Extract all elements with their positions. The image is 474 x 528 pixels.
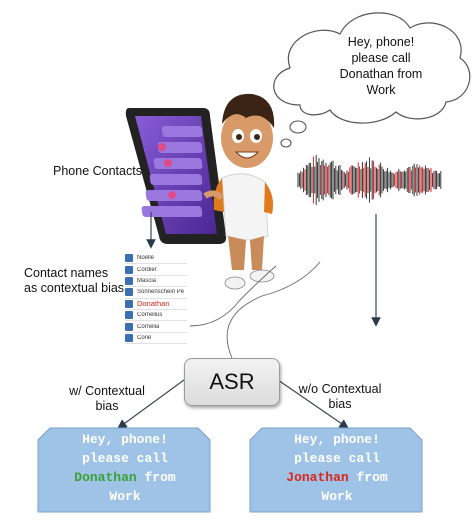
contact-name: Cornelia [137,323,160,330]
cartoon-boy-illustration [203,93,275,290]
output-line: Jonathan from [252,468,422,487]
output-box-with-bias [37,427,211,513]
speech-to-asr-curve [226,261,321,359]
contact-row: Sonnenschein Pe [125,287,187,299]
contact-bias-line: as contextual bias [24,281,125,295]
contact-icon [125,322,133,331]
output-line: Hey, phone! [82,432,168,447]
contact-row: Cornelia [125,321,187,333]
output-line: Work [321,489,353,504]
without-bias-line: w/o Contextual [298,382,382,396]
with-bias-line: bias [95,399,119,413]
without-bias-line: bias [328,397,352,411]
output-line: Work [109,489,141,504]
phone-contacts-label: Phone Contacts [53,164,142,178]
output-text-without-bias: Hey, phone! please call Jonathan from Wo… [252,430,422,506]
with-bias-label: w/ Contextual bias [62,384,152,414]
contact-row: Noelle [125,253,187,265]
output-line: please call [294,451,380,466]
contact-name: Sonnenschein Pe [137,289,185,296]
output-box-without-bias [249,427,423,513]
contact-icon [125,265,133,274]
without-bias-arrow [277,379,349,429]
contact-icon [125,311,133,320]
contact-icon [125,254,133,263]
output-text-with-bias: Hey, phone! please call Donathan from Wo… [40,430,210,506]
contact-icon [125,333,133,342]
smartphone-illustration [125,108,227,244]
contact-name: Donathan [137,299,170,309]
contact-icon [125,276,133,285]
output-line-tail: from [348,470,388,485]
thought-text: Hey, phone! please call Donathan from Wo… [320,34,442,98]
contact-name: Noelle [137,255,155,262]
thought-line: Hey, phone! [347,35,415,49]
contact-name: Mascia [137,277,157,284]
contact-name: Cordier [137,266,157,273]
contact-row: Cordier [125,264,187,276]
thought-cloud [273,12,471,148]
output-line: Donathan from [40,468,210,487]
output-line-tail: from [136,470,176,485]
output-line: Hey, phone! [294,432,380,447]
recognized-name-incorrect: Jonathan [286,470,349,485]
connector-lines [117,212,381,429]
thought-line: Donathan from [339,67,423,81]
audio-waveform [297,154,442,206]
asr-box: ASR [184,358,280,406]
output-line: please call [82,451,168,466]
with-bias-arrow [117,379,185,429]
thought-line: please call [351,51,411,65]
contact-bias-line: Contact names [24,266,109,280]
thought-line: Work [366,83,396,97]
contact-name: Cornelius [137,312,163,319]
contact-icon [125,288,133,297]
contacts-to-asr-curve [189,265,277,327]
contact-bias-label: Contact names as contextual bias [24,266,124,296]
recognized-name-correct: Donathan [74,470,137,485]
contact-name: Corie [137,334,152,341]
contact-icon [125,299,133,308]
contact-row: Mascia [125,276,187,288]
with-bias-line: w/ Contextual [69,384,145,398]
contact-row: Corie [125,333,187,345]
contact-row: Cornelius [125,310,187,322]
contact-row: Donathan [125,299,187,310]
asr-label: ASR [209,369,255,394]
without-bias-label: w/o Contextual bias [290,382,390,412]
